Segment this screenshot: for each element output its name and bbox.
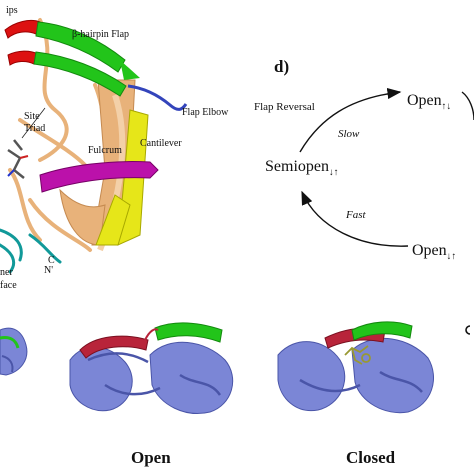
structure-closed [277, 321, 434, 414]
state-open-bottom: Open↓↑ [412, 242, 457, 263]
label-dimer-interface-1: ner [0, 267, 13, 278]
state-semiopen: Semiopen↓↑ [265, 158, 339, 179]
label-cantilever: Cantilever [140, 138, 182, 149]
label-dimer-interface-2: face [0, 280, 17, 291]
label-flap-reversal: Flap Reversal [254, 101, 315, 113]
label-n-terminus: N' [44, 265, 54, 276]
label-flap-elbow: Flap Elbow [182, 107, 229, 118]
state-open-top: Open↑↓ [407, 92, 452, 113]
fast-arrow [301, 190, 409, 247]
label-tips: ips [6, 5, 18, 16]
label-triad: Triad [24, 123, 46, 134]
fulcrum [39, 161, 159, 193]
label-fast: Fast [346, 209, 366, 221]
label-c-terminus: C [48, 255, 55, 266]
slow-arrow [299, 87, 402, 153]
label-beta-hairpin-flap: β-hairpin Flap [72, 29, 130, 40]
label-open: Open [131, 448, 171, 467]
beta-hairpin-flap [35, 21, 126, 73]
dimer-interface [0, 228, 62, 274]
panel-d-label: d) [274, 57, 290, 76]
structure-open [69, 322, 234, 414]
triad-sticks [7, 139, 25, 179]
label-slow: Slow [338, 128, 360, 140]
label-active-site: Site [24, 111, 40, 122]
label-closed: Closed [346, 448, 396, 467]
next-panel-fragment: c [464, 320, 470, 333]
structure-semiopen-partial [0, 327, 28, 376]
flap-elbow [127, 84, 188, 111]
label-fulcrum: Fulcrum [88, 145, 122, 156]
inhibitor-sticks [344, 345, 371, 365]
